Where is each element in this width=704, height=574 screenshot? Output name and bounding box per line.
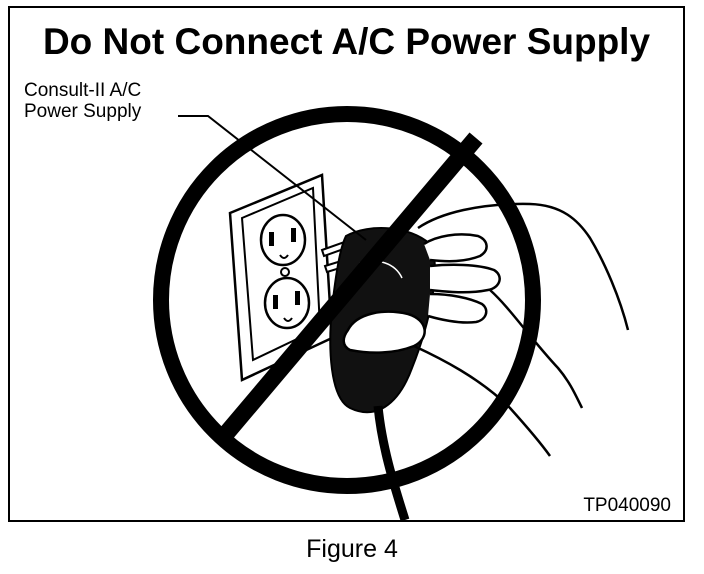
reference-code: TP040090 [579,495,671,517]
callout-leader-line [178,115,367,241]
figure-caption: Figure 4 [306,535,398,563]
callout-label-line1: Consult-II A/C [24,80,142,101]
prohibition-sign-icon [153,106,541,494]
callout-label-line2: Power Supply [24,101,142,122]
figure-frame: Do Not Connect A/C Power Supply Consult-… [8,6,685,522]
wall-outlet-icon [228,173,334,382]
power-cord [373,405,410,520]
figure-title: Do Not Connect A/C Power Supply [42,21,651,62]
callout-label: Consult-II A/C Power Supply [24,80,141,122]
illustration [153,106,630,520]
